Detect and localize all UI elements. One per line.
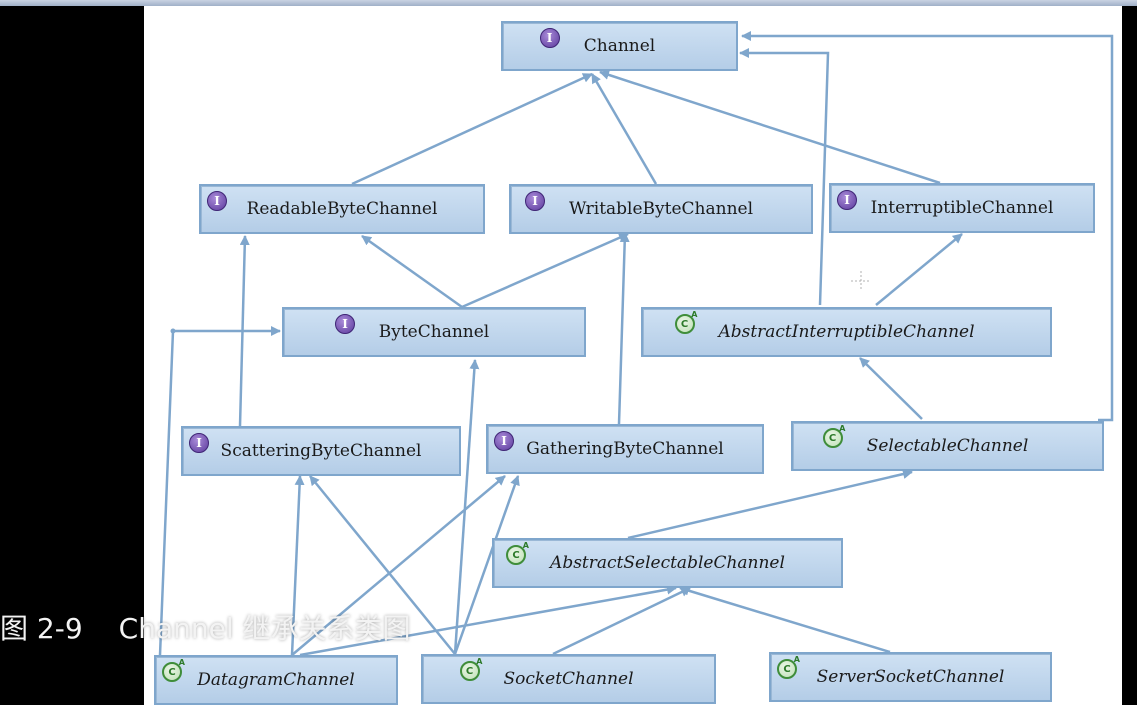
node-interruptible-channel[interactable]: I InterruptibleChannel bbox=[829, 183, 1095, 233]
abstract-class-icon: C bbox=[822, 424, 846, 448]
interface-icon: I bbox=[189, 433, 209, 453]
abstract-class-icon: C bbox=[506, 541, 529, 565]
node-abstract-selectable-channel[interactable]: C AbstractSelectableChannel bbox=[492, 538, 843, 588]
node-channel-label: Channel bbox=[583, 36, 656, 56]
node-scattering-byte-channel-label: ScatteringByteChannel bbox=[220, 441, 422, 461]
edge-datagram-channel-to-gathering-byte-channel bbox=[291, 475, 506, 656]
abstract-class-icon: C bbox=[162, 658, 185, 682]
interface-icon: I bbox=[207, 191, 227, 211]
figure-caption: 图 2-9 Channel 继承关系类图 bbox=[0, 604, 411, 654]
node-gathering-byte-channel[interactable]: I GatheringByteChannel bbox=[486, 424, 764, 474]
edge-socket-channel-to-scattering-byte-channel bbox=[309, 475, 456, 655]
edge-abstract-selectable-channel-to-selectable-channel bbox=[627, 469, 913, 540]
slide-right-border bbox=[1122, 6, 1137, 705]
interface-icon: I bbox=[335, 314, 355, 334]
node-interruptible-channel-label: InterruptibleChannel bbox=[870, 198, 1054, 218]
interface-icon: I bbox=[525, 191, 545, 211]
edge-byte-channel-to-writable-byte-channel bbox=[461, 232, 629, 309]
edge-gathering-byte-channel-to-writable-byte-channel bbox=[617, 232, 630, 425]
node-byte-channel[interactable]: I ByteChannel bbox=[282, 307, 586, 357]
node-selectable-channel[interactable]: C SelectableChannel bbox=[791, 421, 1104, 471]
abstract-class-icon: C bbox=[674, 310, 698, 334]
node-server-socket-channel[interactable]: C ServerSocketChannel bbox=[769, 652, 1052, 702]
node-abstract-interruptible-channel[interactable]: C AbstractInterruptibleChannel bbox=[641, 307, 1052, 357]
node-byte-channel-label: ByteChannel bbox=[378, 322, 490, 342]
edge-byte-channel-to-readable-byte-channel bbox=[361, 234, 463, 309]
edge-datagram-channel-to-scattering-byte-channel bbox=[290, 475, 305, 656]
abstract-class-icon: C bbox=[459, 657, 483, 681]
interface-icon: I bbox=[494, 431, 514, 451]
edge-server-socket-channel-to-abstract-selectable-channel bbox=[679, 585, 891, 654]
interface-icon: I bbox=[539, 28, 560, 48]
figure-title: Channel 继承关系类图 bbox=[118, 612, 411, 645]
edge-interruptible-channel-to-channel bbox=[599, 70, 941, 185]
edge-writable-byte-channel-to-channel bbox=[590, 73, 658, 185]
edge-selectable-channel-to-abstract-interruptible-channel bbox=[859, 357, 923, 420]
node-readable-byte-channel-label: ReadableByteChannel bbox=[246, 199, 438, 219]
edge-junction-dot bbox=[170, 328, 176, 334]
node-channel[interactable]: I Channel bbox=[501, 21, 738, 71]
node-writable-byte-channel-label: WritableByteChannel bbox=[568, 199, 754, 219]
edge-readable-byte-channel-to-channel bbox=[351, 72, 593, 186]
node-gathering-byte-channel-label: GatheringByteChannel bbox=[526, 439, 724, 459]
edge-abstract-interruptible-channel-to-interruptible-channel bbox=[875, 233, 963, 306]
interface-icon: I bbox=[837, 190, 857, 210]
node-selectable-channel-label: SelectableChannel bbox=[866, 436, 1029, 456]
node-scattering-byte-channel[interactable]: I ScatteringByteChannel bbox=[181, 426, 461, 476]
node-socket-channel-label: SocketChannel bbox=[503, 669, 634, 689]
node-socket-channel[interactable]: C SocketChannel bbox=[421, 654, 716, 704]
node-server-socket-channel-label: ServerSocketChannel bbox=[816, 667, 1005, 687]
window-top-bar bbox=[0, 0, 1137, 6]
edge-socket-channel-to-byte-channel bbox=[453, 359, 480, 655]
edge-socket-channel-to-gathering-byte-channel bbox=[453, 475, 520, 655]
edge-datagram-channel-to-abstract-selectable-channel bbox=[299, 584, 677, 657]
node-readable-byte-channel[interactable]: I ReadableByteChannel bbox=[199, 184, 485, 234]
node-datagram-channel[interactable]: C DatagramChannel bbox=[154, 655, 398, 705]
edge-socket-channel-to-abstract-selectable-channel bbox=[552, 586, 691, 656]
node-datagram-channel-label: DatagramChannel bbox=[197, 670, 355, 690]
abstract-class-icon: C bbox=[777, 655, 800, 679]
move-cursor-icon bbox=[851, 271, 871, 291]
node-abstract-interruptible-channel-label: AbstractInterruptibleChannel bbox=[718, 322, 975, 342]
edge-abstract-interruptible-channel-to-channel bbox=[739, 48, 830, 306]
figure-number: 图 2-9 bbox=[0, 612, 83, 645]
edge-selectable-channel-to-channel bbox=[741, 31, 1114, 422]
node-abstract-selectable-channel-label: AbstractSelectableChannel bbox=[550, 553, 785, 573]
node-writable-byte-channel[interactable]: I WritableByteChannel bbox=[509, 184, 813, 234]
